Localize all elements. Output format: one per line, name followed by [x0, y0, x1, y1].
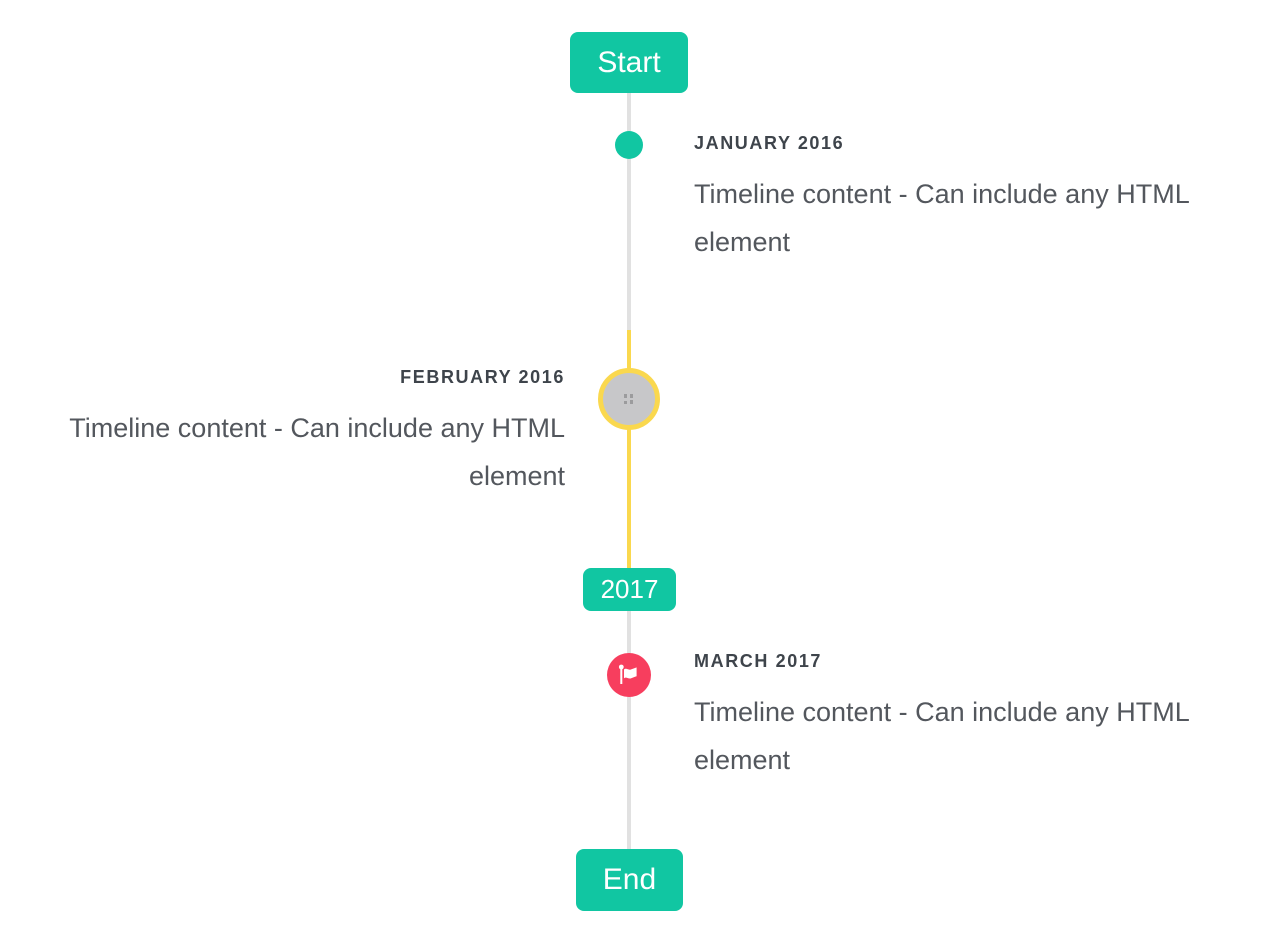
event-content: Timeline content - Can include any HTML … — [694, 179, 1189, 257]
event-march: MARCH 2017 Timeline content - Can includ… — [694, 651, 1224, 784]
start-badge: Start — [570, 32, 688, 93]
end-badge: End — [576, 849, 683, 911]
event-content: Timeline content - Can include any HTML … — [694, 697, 1189, 775]
event-marker-image-february — [598, 368, 660, 430]
event-title: FEBRUARY 2016 — [400, 367, 565, 387]
timeline-line-segment-bottom — [627, 611, 631, 849]
broken-image-icon — [623, 393, 636, 406]
flag-icon — [617, 663, 641, 687]
event-title: MARCH 2017 — [694, 651, 823, 671]
end-badge-label: End — [602, 863, 657, 896]
event-marker-dot-january — [615, 131, 643, 159]
event-january: JANUARY 2016 Timeline content - Can incl… — [694, 133, 1224, 266]
event-marker-flag-march — [607, 653, 651, 697]
timeline-line-segment-top — [627, 93, 631, 330]
event-february: FEBRUARY 2016 Timeline content - Can inc… — [35, 367, 565, 500]
timeline-line-segment-highlighted — [627, 330, 631, 568]
year-badge-label: 2017 — [600, 574, 659, 604]
year-badge: 2017 — [583, 568, 676, 611]
event-title: JANUARY 2016 — [694, 133, 845, 153]
start-badge-label: Start — [597, 45, 661, 79]
event-content: Timeline content - Can include any HTML … — [69, 413, 565, 491]
